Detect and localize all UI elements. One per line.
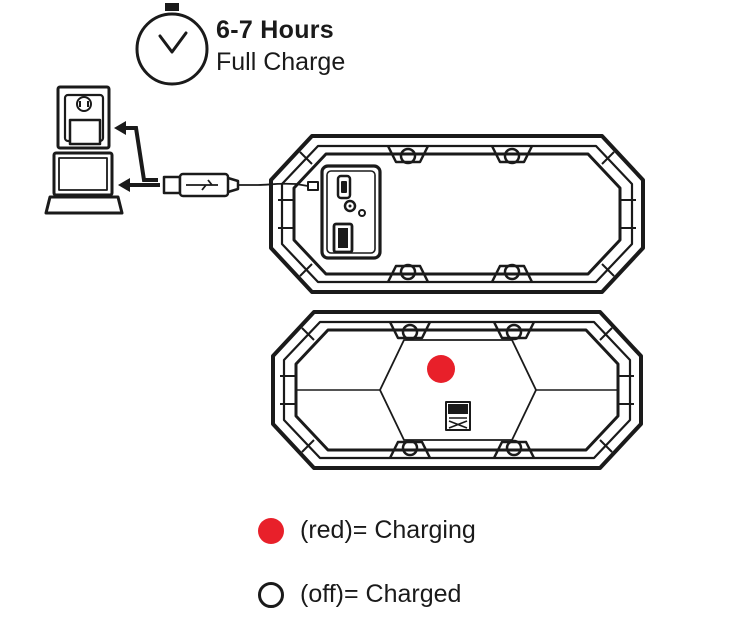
speaker-back-icon	[269, 134, 645, 294]
wall-outlet-icon	[56, 85, 111, 150]
empty-circle-icon	[258, 581, 284, 608]
legend-item-charged: (off)= Charged	[258, 580, 461, 609]
laptop-icon	[44, 151, 124, 215]
red-dot-icon	[258, 517, 284, 544]
usb-cable-icon	[162, 172, 319, 198]
legend-label: (off)= Charged	[300, 580, 462, 608]
speaker-front-icon	[271, 310, 643, 470]
stopwatch-icon	[135, 3, 209, 86]
altec-lansing-logo-icon	[445, 401, 471, 431]
charge-duration: 6-7 Hours	[216, 16, 335, 44]
legend-label: (red)= Charging	[300, 516, 476, 544]
legend-item-charging: (red)= Charging	[258, 516, 476, 545]
charging-led-indicator	[427, 355, 455, 383]
charge-subtitle: Full Charge	[216, 48, 346, 76]
direction-arrows	[114, 121, 160, 192]
